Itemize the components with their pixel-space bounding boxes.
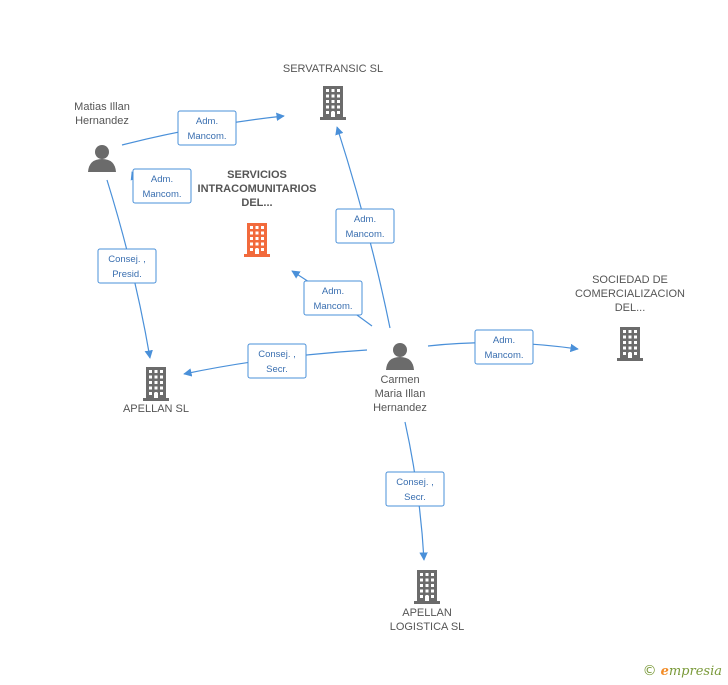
edge-carmen-to-servicios: Adm. Mancom. [291,270,373,327]
node-servicios[interactable]: SERVICIOS INTRACOMUNITARIOS DEL... [198,169,317,257]
edge-label-text: Secr. [404,492,426,503]
node-label: Carmen [380,374,419,386]
edge-label-text: Presid. [112,269,142,280]
copyright-icon: © [642,663,657,679]
edge-label-text: Consej. , [108,254,146,265]
building-icon[interactable] [414,570,440,604]
node-apellan[interactable]: APELLAN SL [123,367,189,415]
brand-initial: e [660,664,669,679]
edge-matias-to-apellan: Consej. , Presid. [97,179,157,359]
building-icon[interactable] [617,327,643,361]
edge-label-box[interactable] [474,329,534,365]
copyright-footer: ©empresia [643,663,722,679]
node-label: Maria Illan [375,388,426,400]
node-label: INTRACOMUNITARIOS [198,183,317,195]
edge-label-text: Adm. [196,116,218,127]
building-icon[interactable] [244,223,270,257]
building-icon[interactable] [320,86,346,120]
node-label: COMERCIALIZACION [575,288,685,300]
node-label: Hernandez [373,402,427,414]
edge-label-box[interactable] [132,168,192,204]
edge-carmen-to-sociedad: Adm. Mancom. [427,329,579,365]
edge-label-box[interactable] [97,248,157,284]
node-label: Matias Illan [74,101,130,113]
edge-label-box[interactable] [385,471,445,507]
edge-label-text: Mancom. [187,131,226,142]
edge-label-text: Mancom. [313,301,352,312]
node-label: Hernandez [75,115,129,127]
edge-carmen-to-servatransic: Adm. Mancom. [335,126,395,329]
node-label: DEL... [241,197,272,209]
node-label: APELLAN SL [123,403,189,415]
node-label: SERVICIOS [227,169,287,181]
edge-label-text: Mancom. [345,229,384,240]
edge-label-text: Mancom. [142,189,181,200]
node-label: APELLAN [402,607,452,619]
node-sociedad[interactable]: SOCIEDAD DE COMERCIALIZACION DEL... [575,274,685,361]
edge-carmen-to-apellan_logistica: Consej. , Secr. [385,421,445,561]
building-icon[interactable] [143,367,169,401]
edge-label-text: Adm. [322,286,344,297]
edge-matias-to-servicios: Adm. Mancom. [130,168,192,204]
edge-label-text: Adm. [151,174,173,185]
edge-label-box[interactable] [247,343,307,379]
edges-layer: Adm. Mancom. Adm. Mancom. Consej. , Presid. Ad… [97,110,579,561]
edge-label-text: Consej. , [396,477,434,488]
person-icon[interactable] [386,343,414,370]
node-label: SERVATRANSIC SL [283,63,383,75]
node-servatransic[interactable]: SERVATRANSIC SL [283,63,383,120]
node-label: SOCIEDAD DE [592,274,668,286]
edge-label-text: Adm. [354,214,376,225]
node-apellan-logistica[interactable]: APELLAN LOGISTICA SL [390,570,465,633]
edge-label-text: Secr. [266,364,288,375]
edge-label-text: Mancom. [484,350,523,361]
edge-carmen-to-apellan: Consej. , Secr. [183,343,368,379]
node-label: DEL... [615,302,646,314]
edge-label-box[interactable] [335,208,395,244]
edge-label-box[interactable] [303,280,363,316]
edge-matias-to-servatransic: Adm. Mancom. [121,110,285,146]
edge-label-box[interactable] [177,110,237,146]
brand-name: mpresia [668,664,722,679]
edge-label-text: Consej. , [258,349,296,360]
person-icon[interactable] [88,145,116,172]
node-label: LOGISTICA SL [390,621,465,633]
nodes-layer: SERVATRANSIC SL SERVICIOS INTRACOMUNITARIO… [74,63,685,633]
edge-label-text: Adm. [493,335,515,346]
